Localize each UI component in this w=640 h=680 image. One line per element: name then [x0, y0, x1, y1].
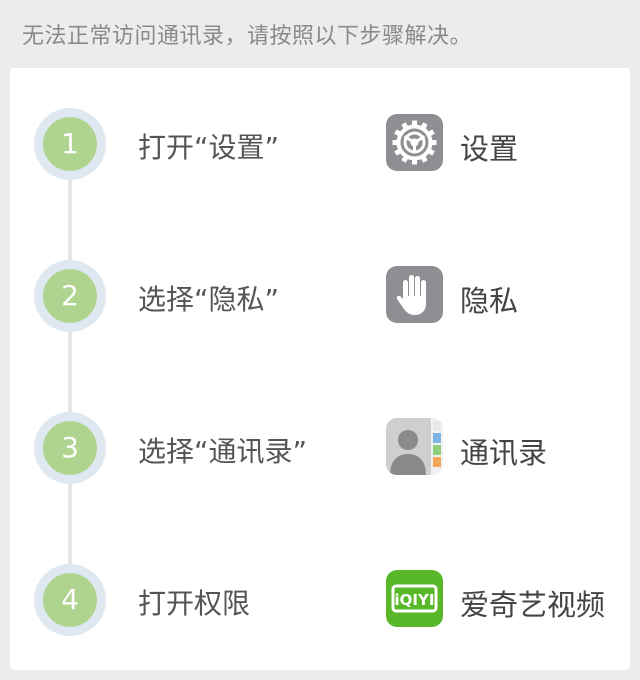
app-label: 隐私	[460, 284, 519, 318]
instruction-notice: 无法正常访问通讯录，请按照以下步骤解决。	[22, 24, 473, 49]
settings-gear-icon	[386, 114, 443, 171]
step-number: 1	[43, 117, 97, 171]
step-2: 2 选择“隐私” 隐私	[10, 258, 630, 338]
step-1: 1 打开“设置”	[10, 106, 630, 186]
steps-card: 1 打开“设置”	[10, 68, 630, 670]
step-number-ring: 4	[34, 564, 106, 636]
privacy-hand-icon	[386, 266, 443, 323]
step-number-ring: 2	[34, 260, 106, 332]
step-instruction: 打开“设置”	[138, 131, 280, 164]
step-number: 3	[43, 421, 97, 475]
iqiyi-app-icon: iQIYI	[386, 570, 443, 627]
step-3: 3 选择“通讯录” 通讯录	[10, 410, 630, 490]
step-instruction: 打开权限	[138, 587, 251, 620]
step-number-ring: 1	[34, 108, 106, 180]
step-number: 2	[43, 269, 97, 323]
timeline-line	[68, 144, 72, 600]
app-label: 爱奇艺视频	[460, 588, 606, 622]
iqiyi-logo-text: iQIYI	[395, 591, 435, 609]
contacts-icon	[386, 418, 443, 475]
step-instruction: 选择“隐私”	[138, 283, 280, 316]
step-instruction: 选择“通讯录”	[138, 435, 308, 468]
step-4: 4 打开权限 iQIYI 爱奇艺视频	[10, 562, 630, 642]
step-number: 4	[43, 573, 97, 627]
app-label: 设置	[460, 132, 519, 166]
step-number-ring: 3	[34, 412, 106, 484]
app-label: 通讯录	[460, 436, 548, 470]
